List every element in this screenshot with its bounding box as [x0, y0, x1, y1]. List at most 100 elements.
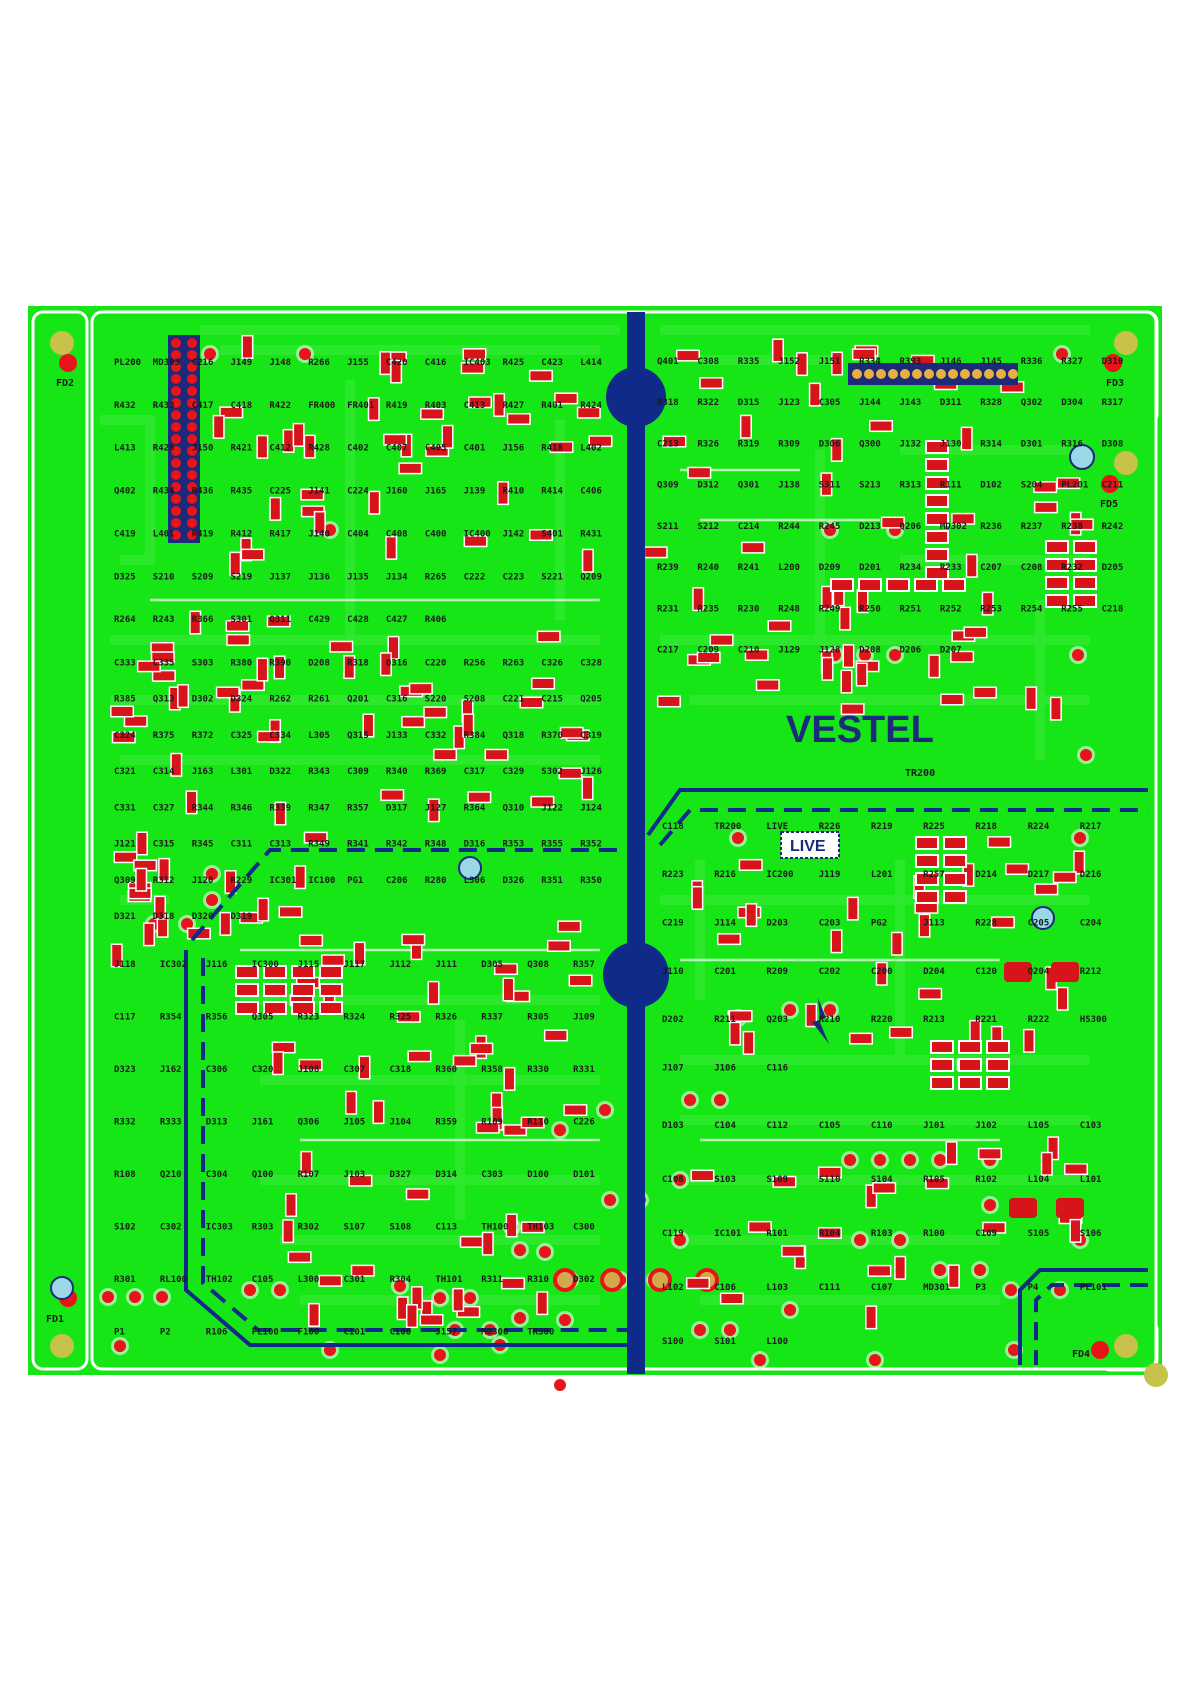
component-designator: D204: [923, 967, 945, 977]
component-designator: L100: [766, 1337, 788, 1347]
component-designator: R372: [192, 731, 214, 741]
component-designator: D208: [859, 646, 881, 656]
network-label: TR200: [905, 768, 935, 779]
component-designator: C304: [206, 1170, 228, 1180]
component-designator: S211: [657, 522, 679, 532]
component-designator: D208: [308, 658, 330, 668]
component-designator: R380: [231, 658, 253, 668]
component-designator: D302: [573, 1275, 595, 1285]
component-designator: J117: [344, 960, 366, 970]
component-designator: IC403: [464, 358, 491, 368]
component-designator: C400: [425, 529, 447, 539]
component-designator: S303: [192, 658, 214, 668]
component-designator: C329: [503, 767, 525, 777]
component-designator: TR300: [527, 1327, 554, 1337]
component-designator: C320: [252, 1065, 274, 1075]
component-designator: C306: [206, 1065, 228, 1075]
component-designator: C305: [819, 398, 841, 408]
component-designator: J122: [541, 803, 563, 813]
component-designator: PL200: [114, 358, 141, 368]
component-designator: R384: [464, 731, 486, 741]
component-designator: R252: [940, 604, 962, 614]
component-designator: D305: [481, 960, 503, 970]
component-designator: R251: [900, 604, 922, 614]
component-designator: R435: [231, 487, 253, 497]
component-designator: R303: [252, 1222, 274, 1232]
component-designator: P3: [975, 1283, 986, 1293]
component-designator: J108: [298, 1065, 320, 1075]
component-designator: D103: [662, 1121, 684, 1131]
component-designator: C112: [766, 1121, 788, 1131]
component-designator: R217: [1080, 822, 1102, 832]
component-designator: R426: [153, 444, 175, 454]
component-designator: R210: [819, 1015, 841, 1025]
component-designator: R310: [527, 1275, 549, 1285]
component-designator: L402: [580, 444, 602, 454]
component-designator: R104: [819, 1229, 841, 1239]
component-designator: R226: [819, 822, 841, 832]
component-designator: C313: [269, 840, 291, 850]
component-designator: Q309: [114, 876, 136, 886]
component-designator: L300: [298, 1275, 320, 1285]
copper-traces: [100, 325, 1090, 1305]
component-designator: S212: [697, 522, 719, 532]
component-designator: C404: [347, 529, 369, 539]
component-designator: D213: [859, 522, 881, 532]
component-designator: J146: [940, 357, 962, 367]
pl200-header: [168, 335, 200, 543]
board-tab-left: [31, 310, 89, 1371]
component-designator: PG1: [347, 876, 363, 886]
component-designator: C419: [114, 529, 136, 539]
component-designator: J155: [347, 358, 369, 368]
component-designator: J121: [114, 840, 136, 850]
component-designator: IC303: [206, 1222, 233, 1232]
component-designator: R309: [778, 439, 800, 449]
component-designator: S204: [1021, 481, 1043, 491]
component-designator: D327: [390, 1170, 412, 1180]
component-designator: R233: [940, 563, 962, 573]
component-designator: J130: [940, 439, 962, 449]
component-designator: J161: [252, 1117, 274, 1127]
component-designator: R105: [923, 1175, 945, 1185]
component-designator: S220: [425, 695, 447, 705]
component-designator: S106: [1080, 1229, 1102, 1239]
isolation-slot-bulge-top: [606, 367, 666, 427]
component-designator: R256: [464, 658, 486, 668]
component-designator: R358: [481, 1065, 503, 1075]
component-designator: C107: [871, 1283, 893, 1293]
component-designator: R414: [541, 487, 563, 497]
component-designator: S100: [662, 1337, 684, 1347]
component-designator: R318: [657, 398, 679, 408]
component-designator: R216: [714, 870, 736, 880]
fiducial-label-fd1: FD1: [46, 1314, 64, 1325]
component-designator: TR200: [714, 822, 741, 832]
component-designator: C333: [114, 658, 136, 668]
component-designator: L105: [1028, 1121, 1050, 1131]
component-designator: Q402: [114, 487, 136, 497]
component-designator: P2: [160, 1327, 171, 1337]
component-designator: R314: [980, 439, 1002, 449]
component-designator: R218: [975, 822, 997, 832]
component-designator: Q210: [160, 1170, 182, 1180]
component-designator: S221: [541, 572, 563, 582]
mounting-holes: [50, 331, 1168, 1387]
component-designator: R318: [347, 658, 369, 668]
component-designator: R230: [738, 604, 760, 614]
component-designator: IC302: [160, 960, 187, 970]
component-designator: J133: [386, 731, 408, 741]
component-designator: R213: [923, 1015, 945, 1025]
component-designator: L306: [464, 876, 486, 886]
component-designator: R427: [503, 401, 525, 411]
component-designator: C308: [697, 357, 719, 367]
component-designator: C104: [714, 1121, 736, 1131]
component-designator: R345: [192, 840, 214, 850]
component-designator: IC301: [269, 876, 296, 886]
component-designator: R100: [923, 1229, 945, 1239]
component-designator: D323: [114, 1065, 136, 1075]
component-designator: R250: [859, 604, 881, 614]
component-designator: C119: [662, 1229, 684, 1239]
component-designator: R355: [541, 840, 563, 850]
smd-components: [110, 334, 1097, 1330]
component-designator: D322: [269, 767, 291, 777]
component-designator: R209: [766, 967, 788, 977]
